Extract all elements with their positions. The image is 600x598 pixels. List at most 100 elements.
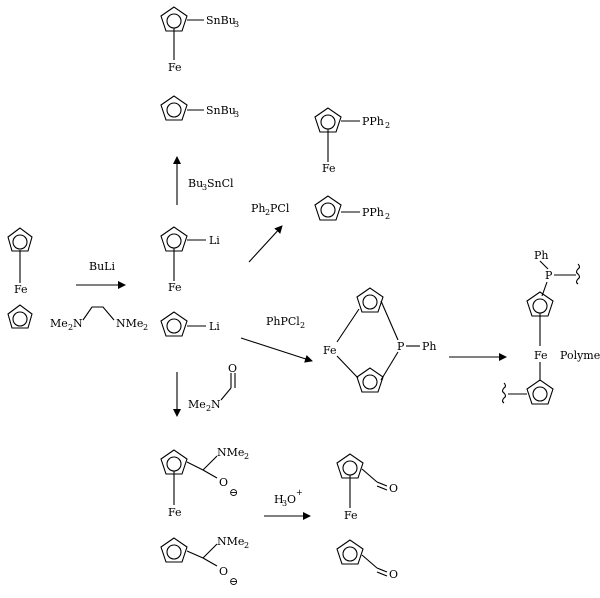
nme2-label-bottom: NMe	[217, 535, 244, 548]
cp-aromatic-circle	[167, 457, 181, 471]
o-label-top: O	[219, 476, 228, 489]
dmf-o: O	[228, 362, 237, 375]
o-label-bottom: O	[219, 565, 228, 578]
dmf-n: N	[211, 398, 221, 411]
reagent-sub: 2	[300, 321, 305, 330]
cho-co-bond	[377, 568, 387, 572]
ansa-step: PhPCl 2	[241, 315, 312, 361]
snbu3-label-top: SnBu	[206, 14, 236, 27]
reagent-buli: BuLi	[89, 260, 115, 273]
cp-aromatic-circle	[13, 312, 27, 326]
reagent-charge: +	[296, 488, 303, 497]
arrow-ansa	[241, 338, 312, 361]
cho-co-bond	[377, 572, 387, 576]
reagent-ph2pcl: Ph	[251, 202, 266, 215]
reagent-phpcl2: PhPCl	[266, 315, 300, 328]
cp-ring-top	[8, 228, 32, 251]
fe-bond	[337, 309, 359, 342]
lithiation-step: BuLi Me 2 N NMe 2	[50, 260, 148, 332]
label-sub: 2	[385, 212, 390, 221]
tmeda-sub: 2	[143, 323, 148, 332]
fe-label: Fe	[168, 61, 182, 74]
cp-aromatic-circle	[363, 375, 377, 389]
tmeda-bridge	[83, 307, 114, 320]
c-bond	[187, 551, 203, 558]
label-sub: 2	[385, 121, 390, 130]
p-bond	[381, 352, 398, 380]
dmf-me: Me	[188, 398, 206, 411]
cp-aromatic-circle	[167, 14, 181, 28]
reagent-ph2pcl-b: PCl	[270, 202, 290, 215]
c-bond	[187, 462, 203, 470]
cho-co-bond	[377, 482, 387, 486]
cp-aromatic-circle	[321, 115, 335, 129]
cp-aromatic-circle	[321, 203, 335, 217]
phosphination-step: Ph 2 PCl	[249, 202, 290, 262]
cp-ring-bottom	[315, 196, 341, 220]
tmeda: Me 2 N NMe 2	[50, 307, 148, 332]
hydrolysis-step: H 3 O +	[264, 488, 310, 516]
cp-ring-top	[161, 450, 187, 474]
li-label-bottom: Li	[209, 320, 220, 333]
cho-bond	[362, 469, 377, 482]
label-sub: 3	[234, 110, 239, 119]
cp-ring-top	[527, 292, 553, 316]
cp-aromatic-circle	[167, 234, 181, 248]
cho-o-bottom: O	[389, 568, 398, 581]
fe-label: Fe	[322, 162, 336, 175]
pph2-label-bottom: PPh	[362, 206, 384, 219]
ferrocenophane: Fe P Ph	[323, 288, 437, 392]
cp-ring-bottom	[161, 312, 187, 336]
cp-ring-bottom	[357, 368, 383, 392]
fe-label: Fe	[168, 506, 182, 519]
cp-aromatic-circle	[343, 461, 357, 475]
cp-ring-top	[315, 108, 341, 132]
ph-label: Ph	[422, 340, 437, 353]
fe-label: Fe	[344, 509, 358, 522]
cho-o-top: O	[389, 482, 398, 495]
cp-ring-top	[357, 288, 383, 312]
cp-aromatic-circle	[167, 545, 181, 559]
cp-ring-bottom	[527, 380, 553, 404]
reagent-bu3sncl-b: SnCl	[207, 177, 234, 190]
snbu3-label-bottom: SnBu	[206, 104, 236, 117]
cp-ring-bottom	[337, 540, 363, 564]
p-label: P	[397, 340, 405, 353]
cp-aromatic-circle	[13, 235, 27, 249]
formylation-step: Me 2 N O	[177, 362, 237, 416]
dmf-c-bond	[221, 388, 231, 400]
alkoxide-intermediate: NMe 2 O ⊖ Fe NMe 2 O ⊖	[161, 446, 249, 588]
polyferrocenylphosphine: Ph P Fe Polymer	[503, 249, 600, 404]
fe-label: Fe	[168, 281, 182, 294]
ferrocene: Fe	[8, 228, 32, 328]
cp-ring-top	[161, 7, 187, 31]
pph2-label-top: PPh	[362, 115, 384, 128]
label-sub: 2	[244, 452, 249, 461]
cp-aromatic-circle	[167, 103, 181, 117]
cp-aromatic-circle	[343, 547, 357, 561]
tmeda-n: N	[73, 317, 83, 330]
ph-label: Ph	[534, 249, 549, 262]
cp-ring-top	[161, 227, 187, 251]
chain-end-squiggle	[503, 383, 506, 403]
cp-aromatic-circle	[533, 299, 547, 313]
tmeda-me: Me	[50, 317, 68, 330]
cp-ring-top	[337, 454, 363, 478]
cp-aromatic-circle	[363, 295, 377, 309]
cho-co-bond	[377, 486, 387, 490]
nme2-label-top: NMe	[217, 446, 244, 459]
cp-aromatic-circle	[167, 319, 181, 333]
cho-bond	[362, 555, 377, 568]
arrow-phosphination	[249, 226, 282, 262]
label-sub: 3	[234, 20, 239, 29]
diformylferrocene: O Fe O	[337, 454, 398, 581]
ph-bond	[540, 261, 548, 269]
stannylation-step: Bu 3 SnCl	[177, 157, 234, 205]
polymer-label: Polymer	[560, 349, 600, 362]
cp-ring-bottom	[8, 305, 32, 328]
label-sub: 2	[244, 541, 249, 550]
li-label-top: Li	[209, 234, 220, 247]
tmeda-nme: NMe	[116, 317, 143, 330]
